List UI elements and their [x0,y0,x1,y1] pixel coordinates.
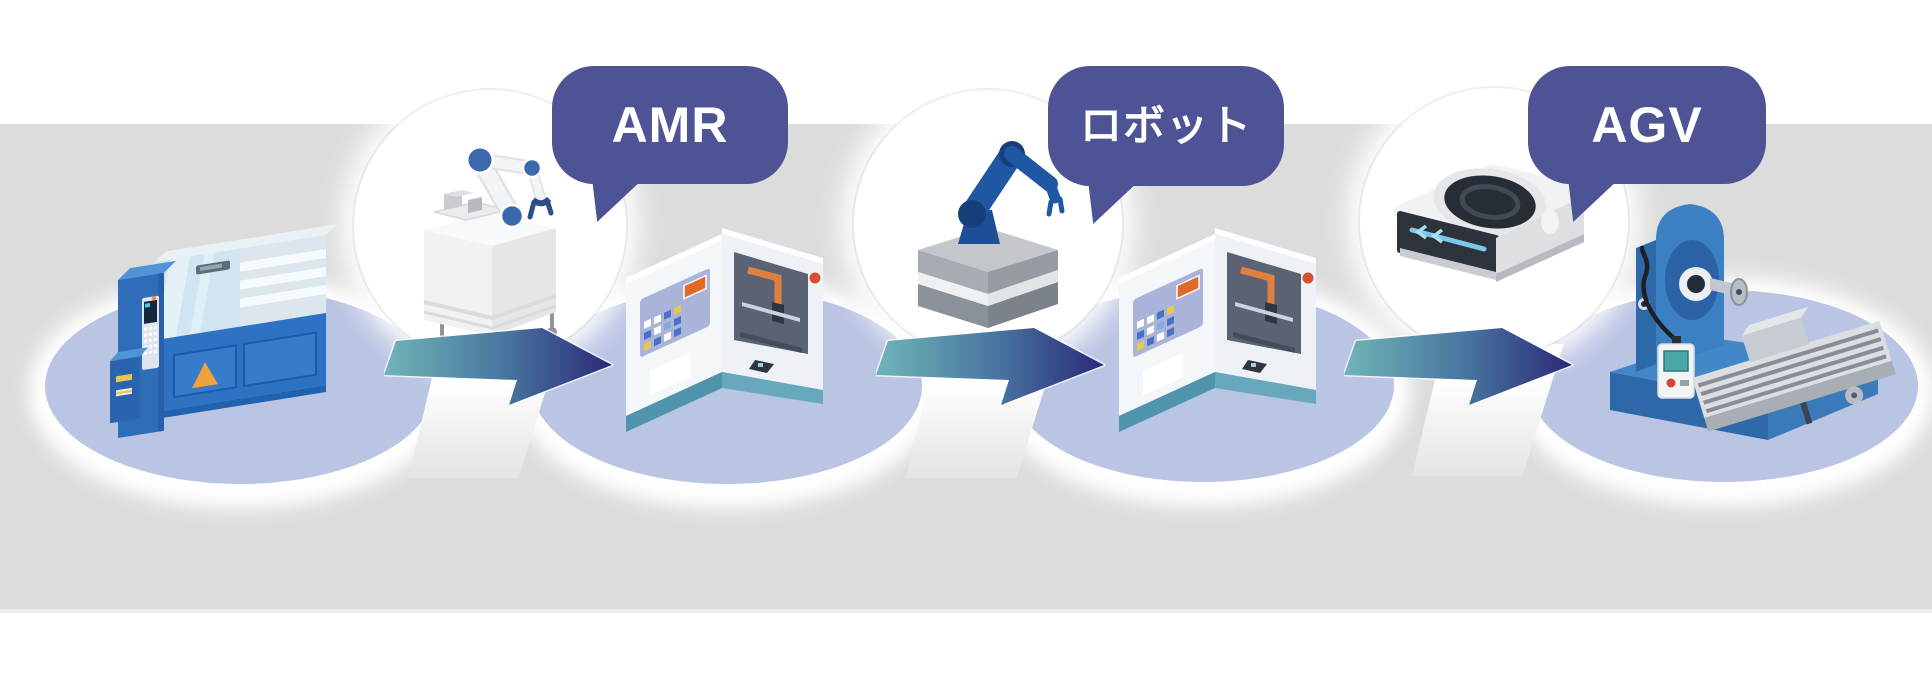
agv-vehicle-icon [1394,164,1592,282]
flow-arrow-3 [1344,326,1584,416]
amr-mobile-robot-icon [423,145,557,359]
bubble-label-amr: AMR [552,66,788,184]
flow-arrow-1 [384,326,624,416]
machining-center-icon [1115,212,1320,437]
bubble-label-agv: AGV [1528,66,1766,184]
cnc-lathe-machine-icon [110,224,338,438]
surface-grinder-machine-icon [1610,204,1896,440]
bubble-label-robot: ロボット [1048,66,1284,186]
industrial-robot-arm-icon [918,141,1065,328]
machining-center-icon [622,212,827,437]
floor-band-bottom-edge [0,609,1932,613]
flow-arrow-2 [876,326,1116,416]
